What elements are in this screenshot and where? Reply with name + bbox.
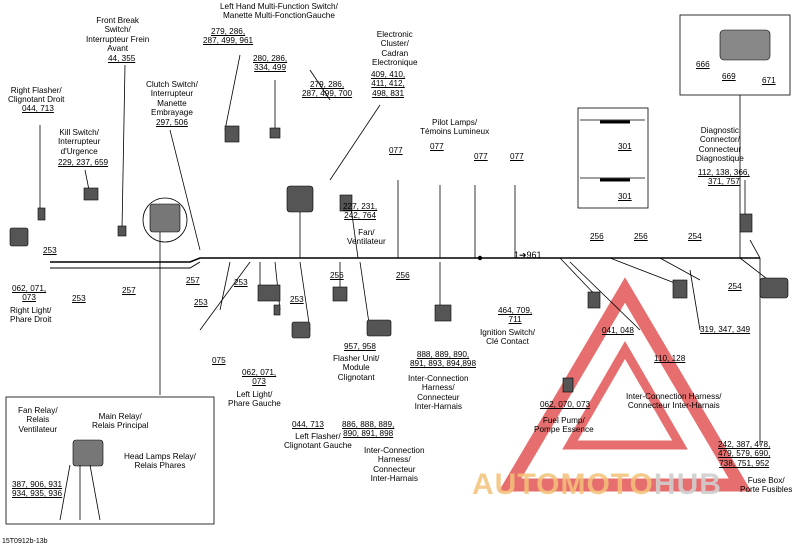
ref-301-b: 301 <box>618 192 632 201</box>
ref-left-hand: 279, 286,287, 499, 961 <box>203 27 254 46</box>
label-left-flasher: Left Flasher/Clignotant Gauche <box>284 432 352 451</box>
ref-319-347-349: 319, 347, 349 <box>700 325 751 334</box>
wire-257-a: 257 <box>122 286 136 295</box>
wire-253-e: 253 <box>290 295 304 304</box>
wire-253-a: 253 <box>43 246 57 255</box>
ref-pilot-077-b: 077 <box>430 142 444 151</box>
label-fan: Fan/Ventilateur <box>347 228 386 247</box>
ref-pilot-077-a: 077 <box>389 146 403 155</box>
ref-301-a: 301 <box>618 142 632 151</box>
label-right-flasher: Right Flasher/Clignotant Droit <box>8 86 65 105</box>
ref-interconnection-a: 888, 889, 890,891, 893, 894,898 <box>410 350 477 369</box>
wire-256-c: 256 <box>590 232 604 241</box>
ref-electronic-cluster: 409, 410,411, 412,498, 831 <box>371 70 406 98</box>
ref-right-light: 062, 071,073 <box>12 284 47 303</box>
wire-075: 075 <box>212 356 226 365</box>
label-pilot-lamps: Pilot Lamps/Témoins Lumineux <box>420 118 490 137</box>
label-head-lamps-relay: Head Lamps Relay/Relais Phares <box>124 452 196 471</box>
wire-253-d: 253 <box>194 298 208 307</box>
label-main-relay: Main Relay/Relais Principal <box>92 412 149 431</box>
label-left-light: Left Light/Phare Gauche <box>228 390 281 409</box>
wire-253-b: 253 <box>72 294 86 303</box>
ref-pilot-077-d: 077 <box>510 152 524 161</box>
wire-257-b: 257 <box>186 276 200 285</box>
ref-left-flasher: 044, 713 <box>292 420 324 429</box>
ref-fuse-box: 242, 387, 478,479, 579, 690,738, 751, 95… <box>718 440 771 468</box>
wire-256-a: 256 <box>330 271 344 280</box>
wire-961-arrow: 1➔961 <box>514 250 542 260</box>
label-interconnection-harness-b: Inter-Connection Harness/Connecteur Inte… <box>626 392 722 411</box>
ref-kill-switch: 229, 237, 659 <box>58 158 109 167</box>
ref-666: 666 <box>696 60 710 69</box>
ref-clutch-switch: 297, 506 <box>156 118 188 127</box>
watermark-triangle <box>498 277 752 492</box>
wire-256-d: 256 <box>634 232 648 241</box>
ref-multifunction: 280, 286,334, 499 <box>253 54 288 73</box>
ref-671: 671 <box>762 76 776 85</box>
wire-254-a: 254 <box>688 232 702 241</box>
ref-flasher-unit: 957, 958 <box>344 342 376 351</box>
label-left-hand-switch: Left Hand Multi-Function Switch/Manette … <box>220 2 338 21</box>
ref-fan: 227, 231,242, 764 <box>343 202 378 221</box>
wire-256-b: 256 <box>396 271 410 280</box>
label-fuel-pump: Fuel Pump/Pompe Essence <box>534 416 594 435</box>
ref-diagnostic: 112, 138, 366,371, 757 <box>698 168 750 187</box>
label-fuse-box: Fuse Box/Porte Fusibles <box>740 476 793 495</box>
label-ignition-switch: Ignition Switch/Clé Contact <box>480 328 536 347</box>
ref-ignition: 464, 709,711 <box>498 306 533 325</box>
ref-multifunction-right: 279, 286,287, 499, 700 <box>302 80 353 99</box>
ref-110-128: 110, 128 <box>654 354 686 363</box>
ref-pilot-077-c: 077 <box>474 152 488 161</box>
ref-669: 669 <box>722 72 736 81</box>
ref-fuel-pump: 062, 070, 073 <box>540 400 591 409</box>
ref-front-break: 44, 355 <box>108 54 136 63</box>
wire-254-b: 254 <box>728 282 742 291</box>
ref-right-flasher: 044, 713 <box>22 104 54 113</box>
ref-interconnection-c: 886, 888, 889,890, 891, 898 <box>342 420 395 439</box>
label-right-light: Right Light/Phare Droit <box>10 306 52 325</box>
drawing-code: 15T0912b-13b <box>2 538 48 545</box>
watermark-automotohub: AUTOMOTOHUB <box>472 468 722 501</box>
ref-041-048: 041, 048 <box>602 326 634 335</box>
ref-left-light: 062, 071,073 <box>242 368 277 387</box>
wire-253-c: 253 <box>234 278 248 287</box>
